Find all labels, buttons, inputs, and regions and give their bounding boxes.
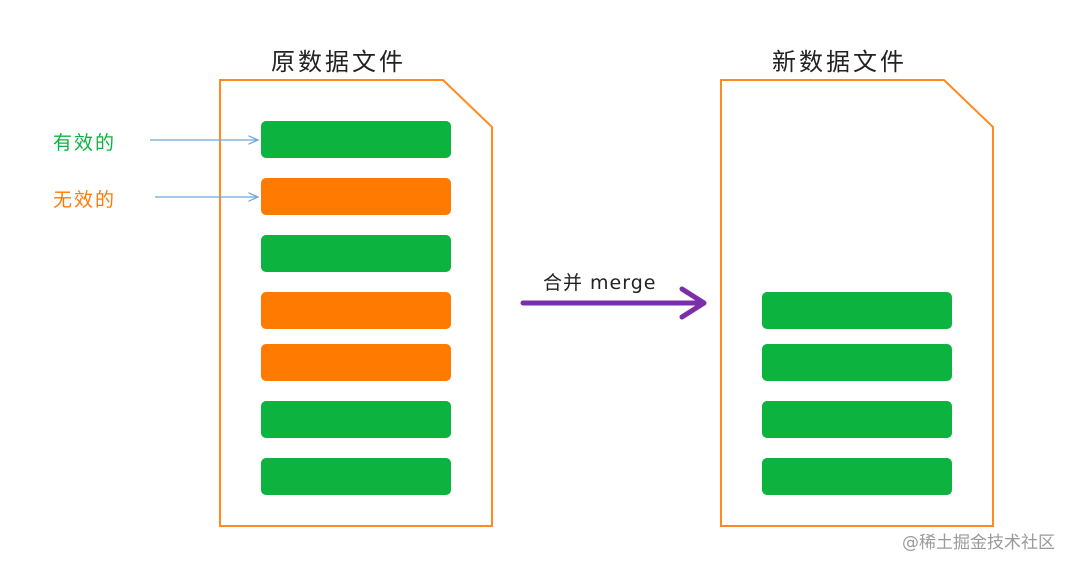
original-file-invalid-record <box>261 344 451 381</box>
valid-legend-label: 有效的 <box>53 132 117 154</box>
new-file-records <box>762 292 952 495</box>
merge-arrow <box>520 286 707 320</box>
original-file-valid-record <box>261 121 451 158</box>
original-file-records <box>261 121 451 495</box>
original-file-invalid-record <box>261 292 451 329</box>
original-file-valid-record <box>261 458 451 495</box>
original-file-title: 原数据文件 <box>271 48 406 76</box>
original-file-valid-record <box>261 235 451 272</box>
merge-label: 合并 merge <box>543 272 657 294</box>
invalid-legend-label: 无效的 <box>53 189 117 211</box>
new-file-title: 新数据文件 <box>772 48 907 76</box>
new-file-valid-record <box>762 401 952 438</box>
new-file-outline <box>720 79 994 527</box>
new-file-valid-record <box>762 292 952 329</box>
original-file-invalid-record <box>261 178 451 215</box>
new-file-valid-record <box>762 458 952 495</box>
watermark: @稀土掘金技术社区 <box>902 533 1055 553</box>
original-file-valid-record <box>261 401 451 438</box>
new-file-valid-record <box>762 344 952 381</box>
original-file-outline <box>219 79 493 527</box>
